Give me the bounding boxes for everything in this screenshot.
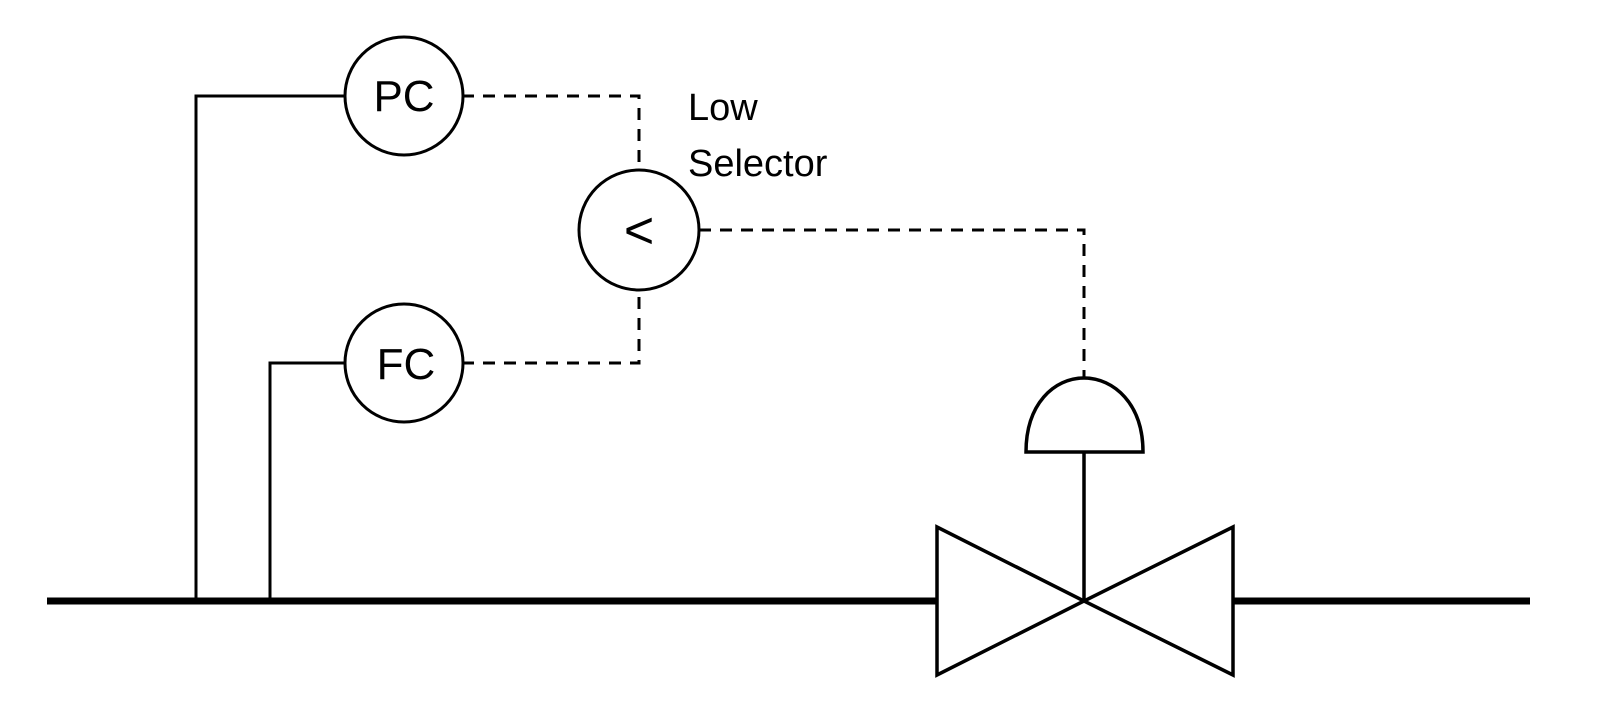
pc-to-selector-signal-line: [462, 94, 641, 172]
flow-controller-tag: FC: [377, 340, 436, 389]
flow-controller-bubble: [343, 302, 465, 424]
pressure-controller-tag: PC: [373, 72, 434, 121]
pressure-controller-bubble: [343, 35, 465, 157]
valve-body-left-triangle: [935, 524, 1088, 678]
diaphragm-actuator: [1024, 376, 1145, 454]
flow-controller: FC: [343, 302, 465, 424]
pressure-controller: PC: [343, 35, 465, 157]
valve-body-right-triangle: [1080, 524, 1235, 678]
selector-to-valve-signal-line: [699, 228, 1086, 378]
selector-label-line1: Low: [688, 87, 758, 129]
low-selector-symbol: <: [624, 202, 654, 260]
control-valve: [935, 376, 1235, 678]
low-selector-bubble: [577, 168, 701, 292]
selector-label-line2: Selector: [688, 143, 828, 185]
fc-process-tap-line: [268, 361, 345, 601]
fc-to-selector-signal-line: [462, 290, 641, 365]
pc-process-tap-line: [194, 94, 345, 601]
low-selector: <: [577, 168, 701, 292]
